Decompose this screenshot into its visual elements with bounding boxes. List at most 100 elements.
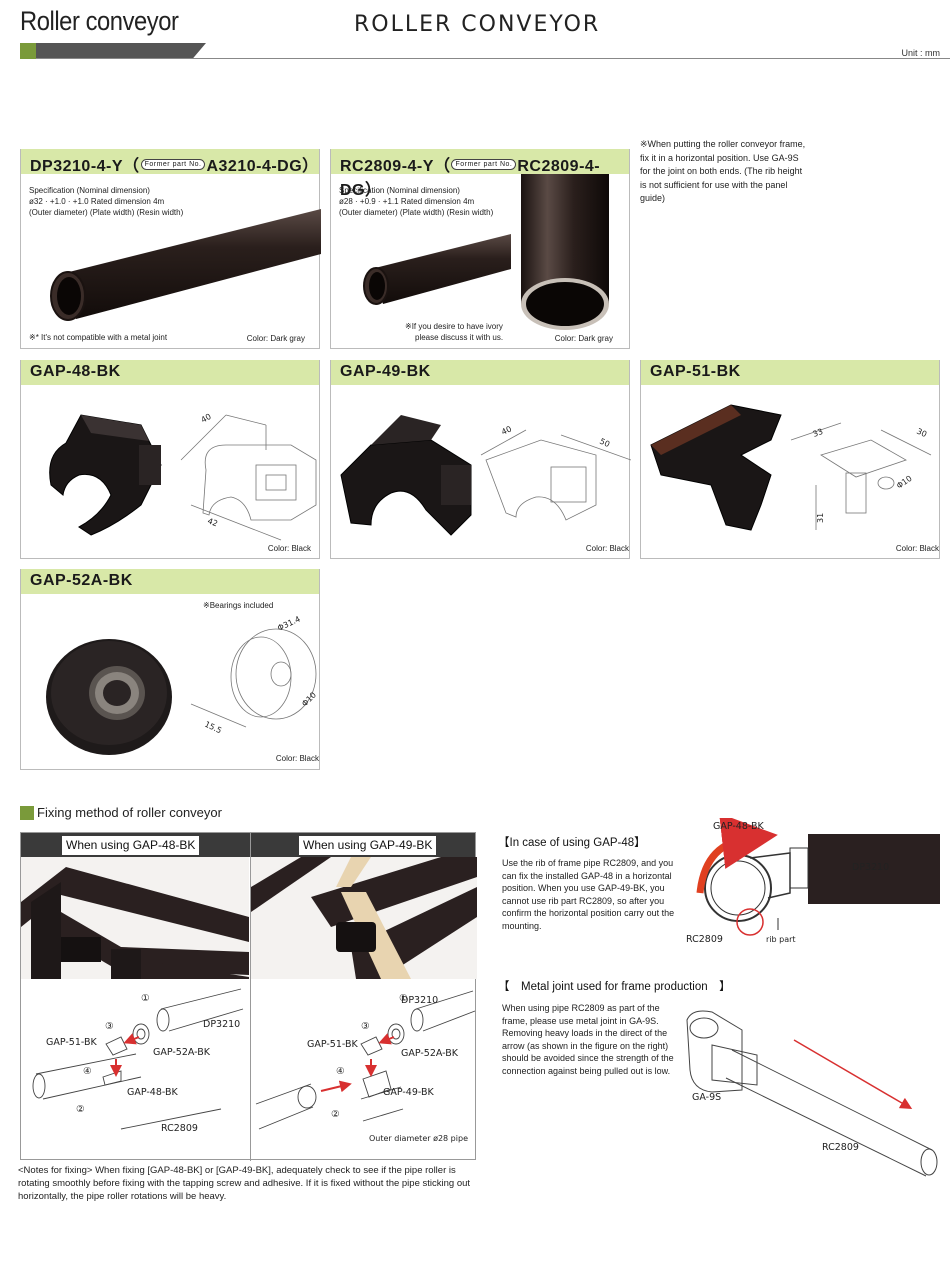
product-part-number: GAP-48-BK xyxy=(30,363,121,380)
spec-title: Specification (Nominal dimension) xyxy=(339,186,460,195)
metal-title: 【 Metal joint used for frame production … xyxy=(498,981,731,993)
product-part-number: RC2809-4-Y（Former part No.RC2809-4-DG） xyxy=(340,152,629,200)
unit-label: Unit : mm xyxy=(901,48,940,58)
spec-block: Specification (Nominal dimension) ø28 · … xyxy=(339,185,493,218)
step-4: ④ xyxy=(336,1066,345,1077)
label-gap51: GAP-51-BK xyxy=(46,1037,98,1048)
product-card-rc2809: RC2809-4-Y（Former part No.RC2809-4-DG） S… xyxy=(330,149,630,349)
note-line: ※If you desire to have ivory xyxy=(405,322,503,331)
tab-gap48: When using GAP-48-BK xyxy=(62,836,200,855)
label-dp3210: DP3210 xyxy=(852,862,889,873)
title-bar-dark xyxy=(36,43,206,59)
dim-a: 33 xyxy=(812,427,825,439)
dim-c: 31 xyxy=(816,513,825,523)
metal-text: When using pipe RC2809 as part of the fr… xyxy=(502,1003,674,1076)
color-label: Color: Black xyxy=(267,544,311,553)
product-card-header: GAP-51-BK xyxy=(641,360,939,385)
title-bar-accent xyxy=(20,43,36,59)
compat-note: ※* It's not compatible with a metal join… xyxy=(29,333,168,342)
spec-line: (Outer diameter) (Plate width) (Resin wi… xyxy=(339,208,494,217)
product-card-header: RC2809-4-Y（Former part No.RC2809-4-DG） xyxy=(331,149,629,199)
case48-diagram: GAP-48-BK DP3210 RC2809 rib part xyxy=(686,818,940,945)
label-dp3210: DP3210 xyxy=(203,1019,240,1030)
product-card-header: GAP-49-BK xyxy=(331,360,629,385)
gap48-assembly-diagram: ① ② ③ ④ DP3210 GAP-51-BK GAP-52A-BK GAP-… xyxy=(32,988,244,1134)
gap49-illustration: 40 50 xyxy=(340,415,631,536)
step-2: ② xyxy=(76,1104,85,1115)
title-bar xyxy=(20,43,950,59)
pipe-image xyxy=(50,209,321,321)
step-3: ③ xyxy=(361,1021,370,1032)
page-title-english: ROLLER CONVEYOR xyxy=(354,12,601,37)
gap49-assembly-diagram: ① ② ③ ④ DP3210 GAP-51-BK GAP-52A-BK GAP-… xyxy=(255,990,476,1143)
fixing-panel: When using GAP-48-BK When using GAP-49-B… xyxy=(20,832,477,1161)
dim-b: 50 xyxy=(598,437,611,449)
gap48-illustration: 40 42 xyxy=(49,412,317,541)
label-ga9s: GA-9S xyxy=(692,1092,721,1103)
horizontal-note: ※When putting the roller conveyor frame,… xyxy=(640,139,806,203)
step-1: ① xyxy=(141,993,150,1004)
gap52a-illustration: Φ31.4 Φ10 15.5 xyxy=(46,614,318,755)
product-card-gap49: GAP-49-BK 40 50 Color: Black xyxy=(330,360,631,559)
spec-line: ø32 · +1.0 · +1.0 Rated dimension 4m xyxy=(29,197,165,206)
dim-a: 40 xyxy=(200,412,213,425)
dim-b: Φ10 xyxy=(300,690,318,708)
spec-title: Specification (Nominal dimension) xyxy=(29,186,150,195)
metal-joint-diagram: GA-9S RC2809 xyxy=(686,1010,938,1177)
dim-d: Φ10 xyxy=(895,474,914,491)
color-label: Color: Dark gray xyxy=(554,334,613,343)
label-gap51: GAP-51-BK xyxy=(307,1039,359,1050)
step-3: ③ xyxy=(105,1021,114,1032)
ivory-note: ※If you desire to have ivory please disc… xyxy=(405,321,503,343)
product-card-header: DP3210-4-Y（Former part No.A3210-4-DG） xyxy=(21,149,319,176)
gap48-assembly-photo xyxy=(21,857,249,979)
former-part-tag: Former part No. xyxy=(140,159,206,171)
step-4: ④ xyxy=(83,1066,92,1077)
label-gap52a: GAP-52A-BK xyxy=(401,1048,459,1059)
case48-title: 【In case of using GAP-48】 xyxy=(498,837,646,849)
product-card-header: GAP-52A-BK xyxy=(21,569,319,594)
product-part-number: GAP-49-BK xyxy=(340,363,431,380)
tab-gap49: When using GAP-49-BK xyxy=(299,836,437,855)
note-line: please discuss it with us. xyxy=(415,333,504,342)
product-card-dp3210: DP3210-4-Y（Former part No.A3210-4-DG） Sp… xyxy=(20,149,321,349)
dim-c: 15.5 xyxy=(203,720,223,736)
part-no: RC2809-4-Y xyxy=(340,158,434,175)
spec-line: ø28 · +0.9 · +1.1 Rated dimension 4m xyxy=(339,197,475,206)
title-bar-line xyxy=(36,58,950,59)
color-label: Color: Black xyxy=(275,754,319,763)
label-gap52a: GAP-52A-BK xyxy=(153,1047,211,1058)
label-outer-diameter: Outer diameter ø28 pipe xyxy=(369,1134,468,1143)
former-part-no: RC2809-4-DG xyxy=(340,158,601,199)
product-card-gap51: GAP-51-BK 33 30 31 Φ10 Color: Black xyxy=(640,360,940,559)
section-accent xyxy=(20,806,34,820)
label-gap48: GAP-48-BK xyxy=(127,1087,179,1098)
product-part-number: GAP-52A-BK xyxy=(30,572,133,589)
label-gap48: GAP-48-BK xyxy=(713,821,765,832)
product-card-gap48: GAP-48-BK 40 42 Color: Black xyxy=(20,360,320,559)
section-title: Fixing method of roller conveyor xyxy=(37,805,222,820)
spec-line: (Outer diameter) (Plate width) (Resin wi… xyxy=(29,208,184,217)
spec-block: Specification (Nominal dimension) ø32 · … xyxy=(29,185,183,218)
product-card-gap52a: GAP-52A-BK ※Bearings included Φ31.4 Φ10 … xyxy=(20,569,320,770)
color-label: Color: Black xyxy=(895,544,939,553)
product-part-number: GAP-51-BK xyxy=(650,363,741,380)
dim-a: Φ31.4 xyxy=(276,614,302,632)
dim-a: 40 xyxy=(500,424,513,436)
label-rc2809: RC2809 xyxy=(822,1142,859,1153)
former-open: （ xyxy=(433,158,451,175)
panel-divider xyxy=(250,833,251,1161)
former-close: ） xyxy=(302,158,319,175)
product-part-number: DP3210-4-Y（Former part No.A3210-4-DG） xyxy=(30,152,319,176)
step-1: ① xyxy=(399,993,408,1004)
former-open: （ xyxy=(123,158,140,175)
label-rib: rib part xyxy=(766,935,796,944)
case48-text: Use the rib of frame pipe RC2809, and yo… xyxy=(502,858,675,931)
bearings-note: ※Bearings included xyxy=(203,601,274,610)
fixing-notes: <Notes for fixing> When fixing [GAP-48-B… xyxy=(18,1165,471,1202)
gap49-assembly-photo xyxy=(251,857,477,979)
gap51-illustration: 33 30 31 Φ10 xyxy=(650,404,932,531)
color-label: Color: Dark gray xyxy=(246,334,305,343)
part-no: DP3210-4-Y xyxy=(30,158,124,175)
former-part-no: A3210-4-DG xyxy=(206,158,303,175)
